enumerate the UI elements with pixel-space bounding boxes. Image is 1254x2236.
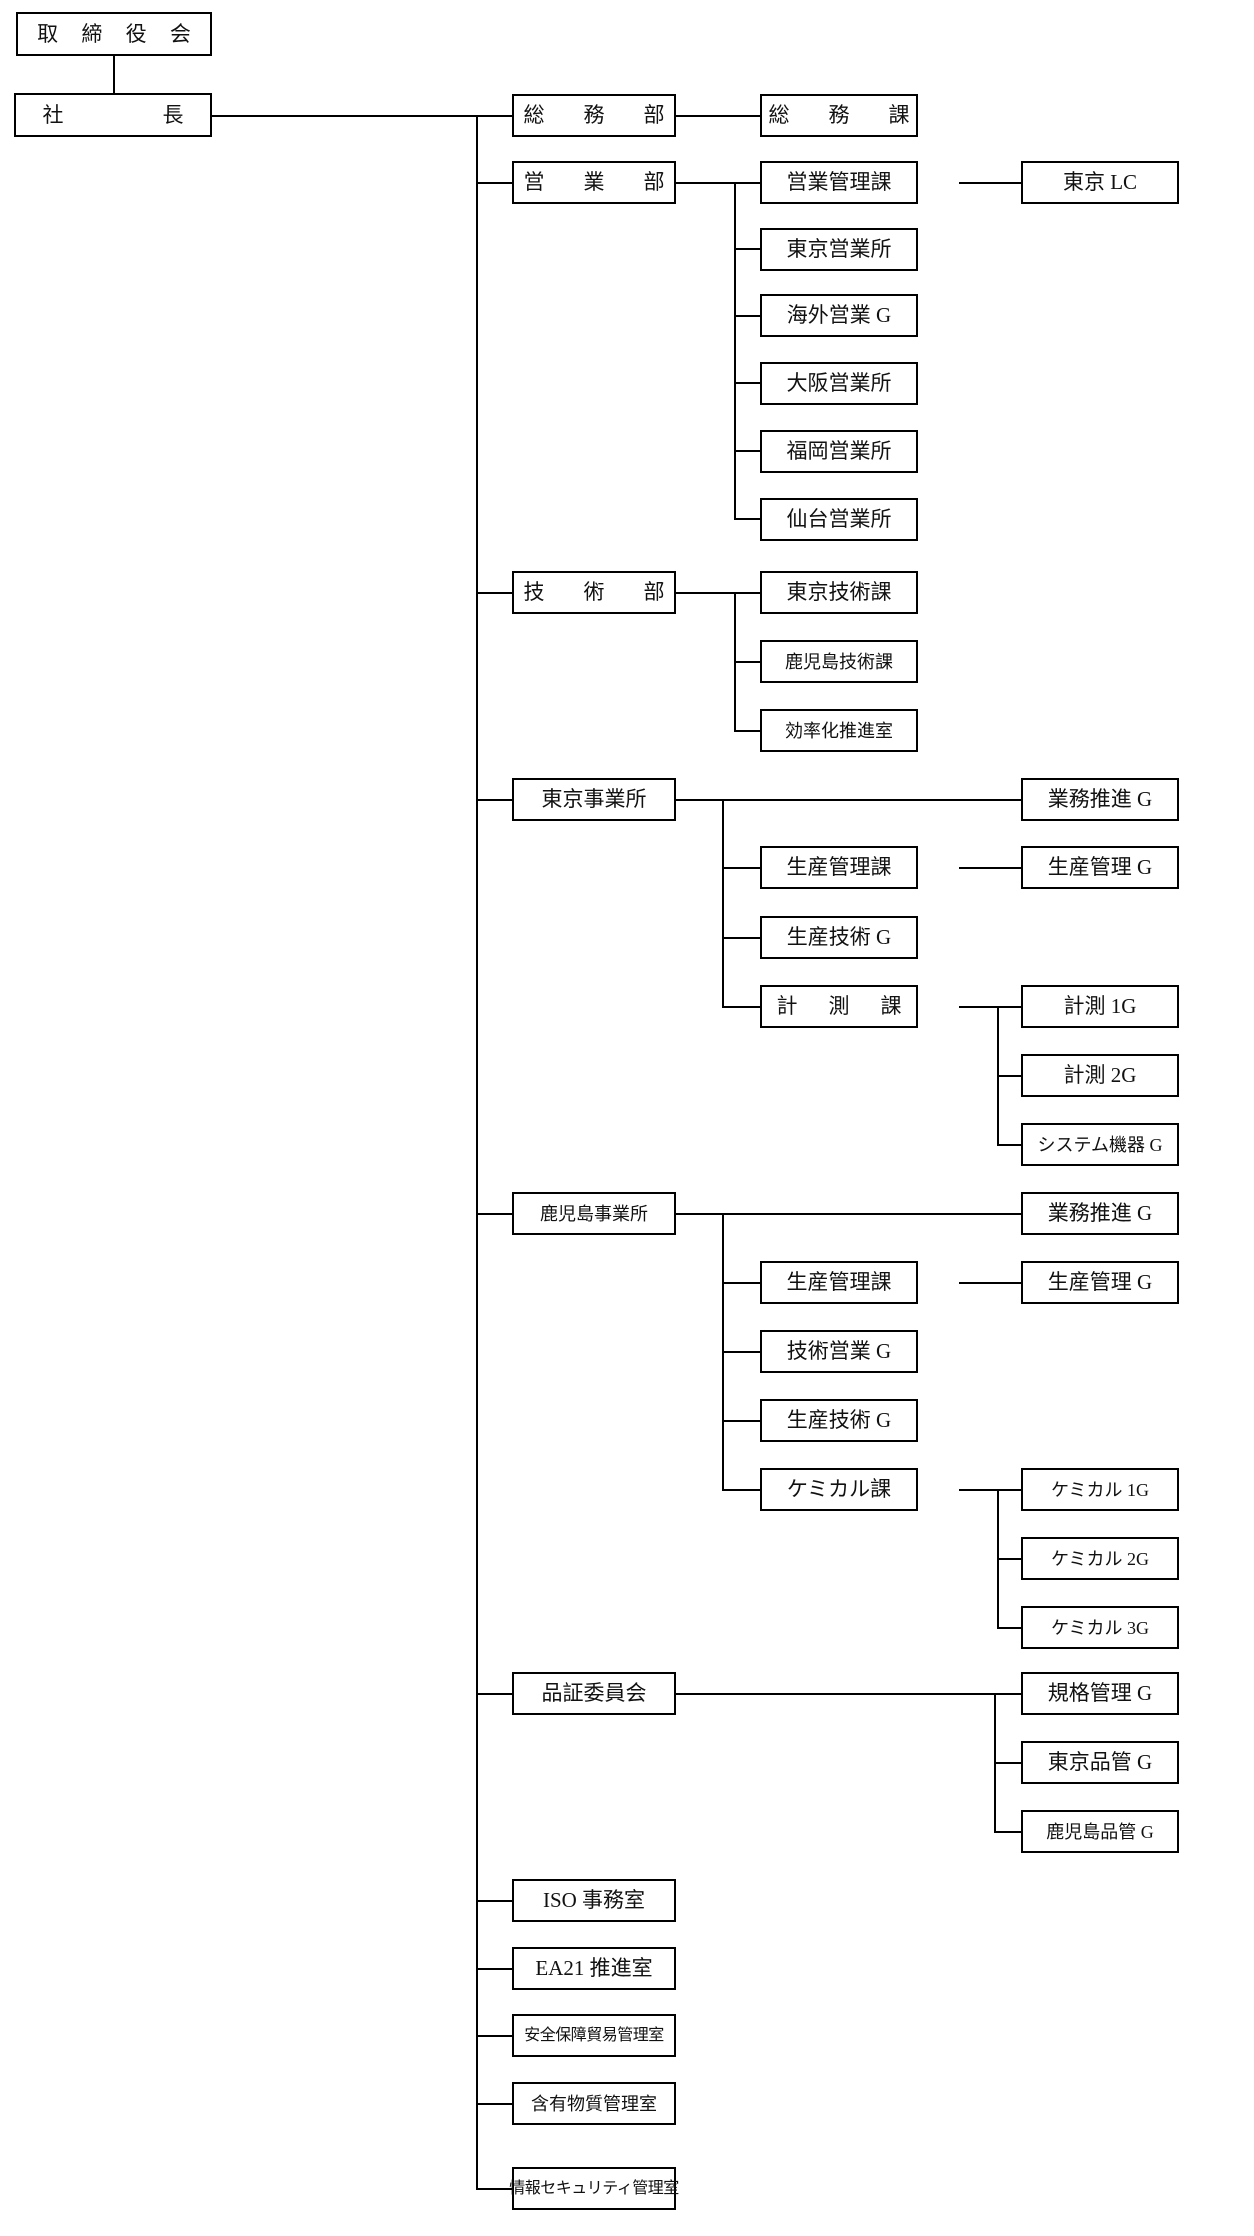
connector-tokyo-works-out (676, 799, 724, 801)
stub-security-trade-office (476, 2035, 512, 2037)
node-chemical-1g[interactable]: ケミカル 1G (1021, 1468, 1179, 1511)
stub-osaka-sales-office (734, 382, 760, 384)
stub-tokyo-qc-g (994, 1762, 1022, 1764)
node-iso-office[interactable]: ISO 事務室 (512, 1879, 676, 1922)
connector-ga-dept-section (676, 115, 760, 117)
node-kago-prod-ctrl-sec[interactable]: 生産管理課 (760, 1261, 918, 1304)
stub-fukuoka-sales-office (734, 450, 760, 452)
node-efficiency-office[interactable]: 効率化推進室 (760, 709, 918, 752)
node-tokyo-prod-tech-g[interactable]: 生産技術 G (760, 916, 918, 959)
node-tokyo-prod-ctrl-g[interactable]: 生産管理 G (1021, 846, 1179, 889)
connector-kagoshima-works-out (676, 1213, 724, 1215)
node-fukuoka-sales-office[interactable]: 福岡営業所 (760, 430, 918, 473)
stub-chemical-sec (722, 1489, 760, 1491)
node-quality-committee[interactable]: 品証委員会 (512, 1672, 676, 1715)
connector-measurement-out (959, 1006, 999, 1008)
stub-sales-dept (476, 182, 512, 184)
node-sales-admin-sec[interactable]: 営業管理課 (760, 161, 918, 204)
connector-board-president (113, 55, 115, 94)
node-kago-prod-ctrl-g[interactable]: 生産管理 G (1021, 1261, 1179, 1304)
stub-overseas-sales-g (734, 315, 760, 317)
node-chemical-2g[interactable]: ケミカル 2G (1021, 1537, 1179, 1580)
stub-quality-committee (476, 1693, 512, 1695)
node-kagoshima-eng-sec[interactable]: 鹿児島技術課 (760, 640, 918, 683)
stub-tokyo-prod-tech-g (722, 937, 760, 939)
connector-president-trunk (212, 115, 512, 117)
stub-chemical-1g (997, 1489, 1021, 1491)
node-president[interactable]: 社 長 (14, 93, 212, 137)
connector-kago-prod-ctrl-g (959, 1282, 1021, 1284)
node-kago-prod-tech-g[interactable]: 生産技術 G (760, 1399, 918, 1442)
stub-general-affairs-dept (476, 115, 512, 117)
stub-system-equip-g (997, 1144, 1021, 1146)
stub-tokyo-works (476, 799, 512, 801)
stub-measurement-sec (722, 1006, 760, 1008)
stub-standards-mgmt-g (994, 1693, 1022, 1695)
stub-kago-prod-ctrl-sec (722, 1282, 760, 1284)
connector-quality-committee-out (676, 1693, 996, 1695)
node-system-equip-g[interactable]: システム機器 G (1021, 1123, 1179, 1166)
node-chemical-3g[interactable]: ケミカル 3G (1021, 1606, 1179, 1649)
stub-kago-tech-sales-g (722, 1351, 760, 1353)
node-chemical-sec[interactable]: ケミカル課 (760, 1468, 918, 1511)
node-info-security-office[interactable]: 情報セキュリティ管理室 (509, 2167, 679, 2210)
node-tokyo-prod-ctrl-sec[interactable]: 生産管理課 (760, 846, 918, 889)
stub-kagoshima-eng-sec (734, 661, 760, 663)
stub-tokyo-prod-ctrl-sec (722, 867, 760, 869)
stub-sales-admin-sec (734, 182, 760, 184)
stub-measurement-2g (997, 1075, 1021, 1077)
node-tokyo-works[interactable]: 東京事業所 (512, 778, 676, 821)
node-general-affairs-dept[interactable]: 総 務 部 (512, 94, 676, 137)
stub-info-security-office (476, 2188, 512, 2190)
node-measurement-2g[interactable]: 計測 2G (1021, 1054, 1179, 1097)
node-security-trade-office[interactable]: 安全保障貿易管理室 (512, 2014, 676, 2057)
node-osaka-sales-office[interactable]: 大阪営業所 (760, 362, 918, 405)
stub-tokyo-sales-office (734, 248, 760, 250)
node-kagoshima-qc-g[interactable]: 鹿児島品管 G (1021, 1810, 1179, 1853)
node-sendai-sales-office[interactable]: 仙台営業所 (760, 498, 918, 541)
connector-eng-dept-out (676, 592, 736, 594)
node-overseas-sales-g[interactable]: 海外営業 G (760, 294, 918, 337)
node-engineering-dept[interactable]: 技 術 部 (512, 571, 676, 614)
node-tokyo-qc-g[interactable]: 東京品管 G (1021, 1741, 1179, 1784)
sales-children-trunk (734, 182, 736, 520)
node-kagoshima-works[interactable]: 鹿児島事業所 (512, 1192, 676, 1235)
stub-substances-office (476, 2103, 512, 2105)
node-sales-dept[interactable]: 営 業 部 (512, 161, 676, 204)
connector-chemical-out (959, 1489, 999, 1491)
connector-tokyo-prod-ctrl-g (959, 867, 1021, 869)
stub-ea21-office (476, 1968, 512, 1970)
node-measurement-sec[interactable]: 計 測 課 (760, 985, 918, 1028)
node-tokyo-sales-office[interactable]: 東京営業所 (760, 228, 918, 271)
node-general-affairs-sec[interactable]: 総 務 課 (760, 94, 918, 137)
node-ea21-office[interactable]: EA21 推進室 (512, 1947, 676, 1990)
stub-iso-office (476, 1900, 512, 1902)
node-standards-mgmt-g[interactable]: 規格管理 G (1021, 1672, 1179, 1715)
connector-sales-dept-out (676, 182, 736, 184)
node-substances-office[interactable]: 含有物質管理室 (512, 2082, 676, 2125)
main-trunk (476, 115, 478, 2188)
stub-tokyo-eng-sec (734, 592, 760, 594)
stub-kago-prod-tech-g (722, 1420, 760, 1422)
node-tokyo-eng-sec[interactable]: 東京技術課 (760, 571, 918, 614)
node-kago-tech-sales-g[interactable]: 技術営業 G (760, 1330, 918, 1373)
connector-tokyo-ops-promo (722, 799, 1022, 801)
stub-efficiency-office (734, 730, 760, 732)
connector-kago-ops-promo (722, 1213, 1022, 1215)
tokyo-works-trunk (722, 799, 724, 1007)
stub-sendai-sales-office (734, 518, 760, 520)
stub-chemical-2g (997, 1558, 1021, 1560)
stub-kagoshima-works (476, 1213, 512, 1215)
node-board[interactable]: 取 締 役 会 (16, 12, 212, 56)
connector-sales-admin-tokyo-lc (959, 182, 1021, 184)
node-measurement-1g[interactable]: 計測 1G (1021, 985, 1179, 1028)
node-tokyo-lc[interactable]: 東京 LC (1021, 161, 1179, 204)
stub-kagoshima-qc-g (994, 1831, 1022, 1833)
node-tokyo-ops-promo-g[interactable]: 業務推進 G (1021, 778, 1179, 821)
node-kago-ops-promo-g[interactable]: 業務推進 G (1021, 1192, 1179, 1235)
stub-chemical-3g (997, 1627, 1021, 1629)
stub-engineering-dept (476, 592, 512, 594)
stub-measurement-1g (997, 1006, 1021, 1008)
